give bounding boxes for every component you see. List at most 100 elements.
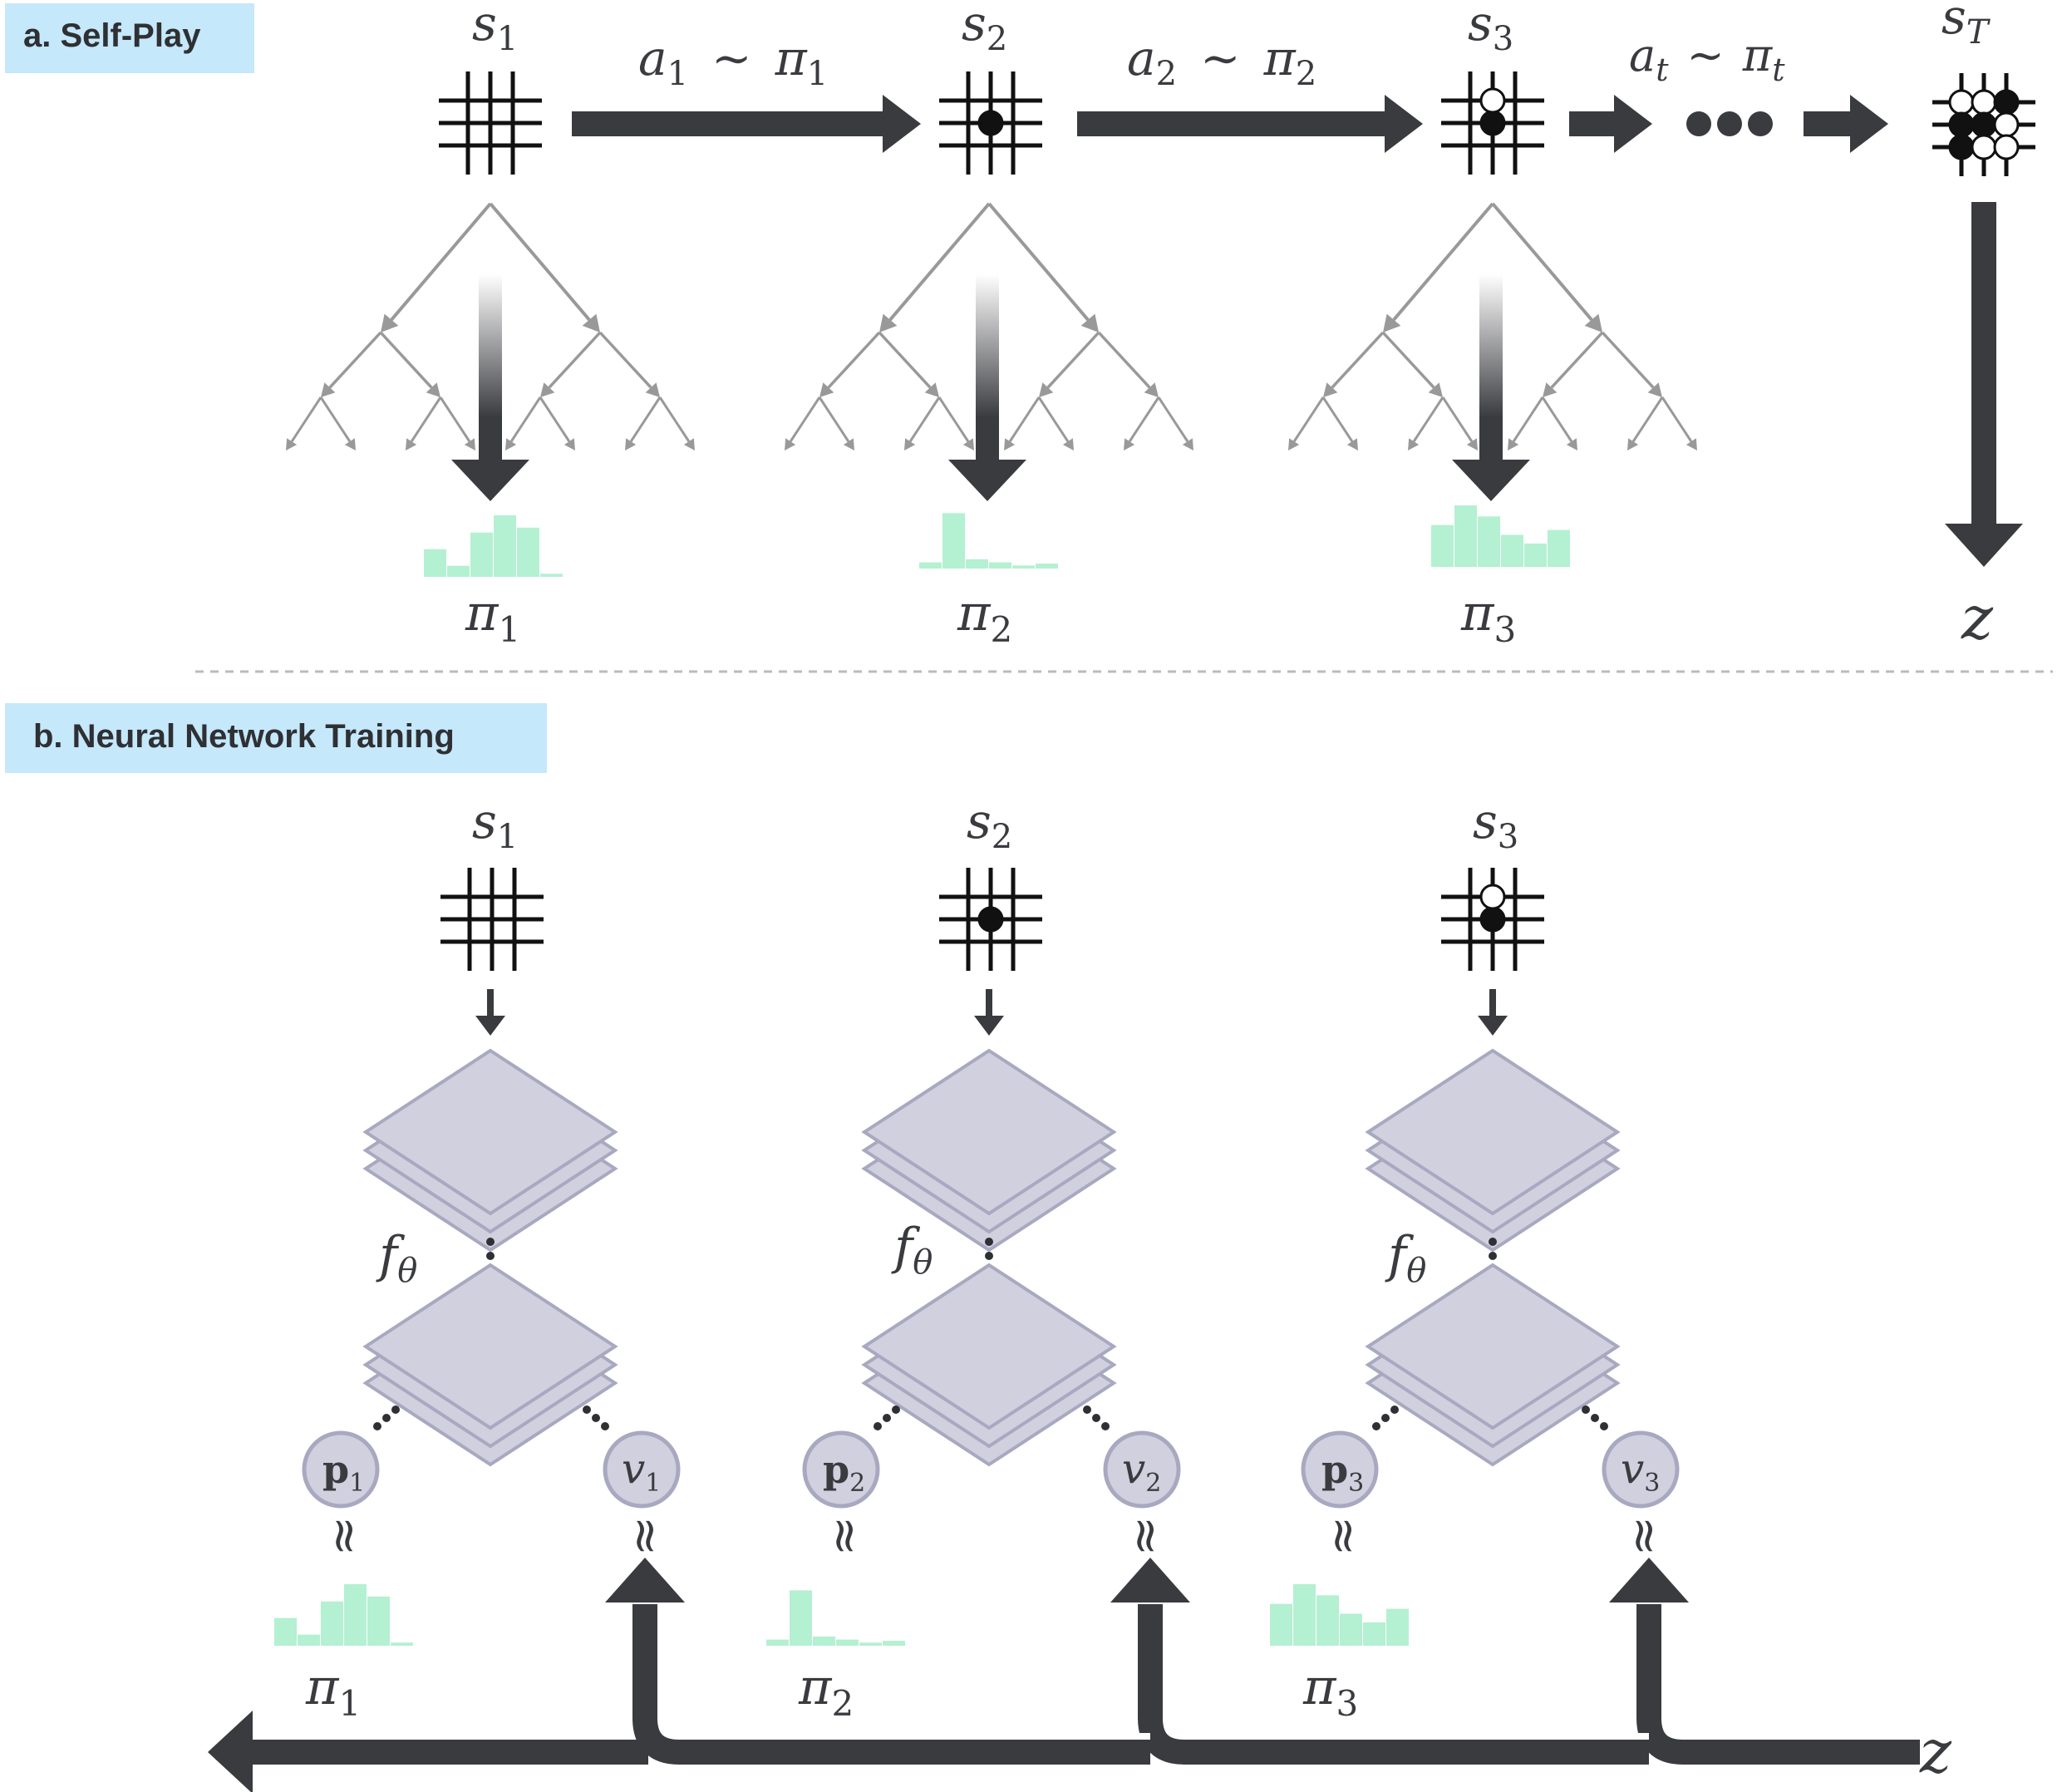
policy-label-b-3: π3 — [1302, 1658, 1358, 1724]
go-board-s3 — [1441, 71, 1544, 175]
svg-text:π2: π2 — [798, 1658, 854, 1724]
policy-bar — [494, 515, 516, 577]
policy-bar — [447, 565, 470, 577]
value-target-flow — [208, 1558, 1920, 1792]
policy-histogram-b-3 — [1270, 1584, 1409, 1646]
mcts-arrow-2 — [948, 274, 1026, 501]
policy-bar — [517, 527, 539, 577]
policy-bar — [1501, 534, 1523, 567]
policy-bar — [966, 559, 988, 569]
network-stack-2 — [861, 989, 1117, 1467]
svg-text:π2: π2 — [957, 584, 1012, 650]
svg-text:s1: s1 — [472, 0, 518, 58]
approx-symbol: ≈ — [618, 1516, 675, 1557]
policy-head — [1301, 1430, 1379, 1509]
policy-bar — [367, 1596, 390, 1646]
search-trees — [286, 202, 1697, 450]
state-label-b-s1: s1 — [472, 793, 518, 856]
policy-bar — [989, 562, 1011, 569]
search-tree-1 — [286, 202, 695, 450]
policy-label-b-1: π1 — [305, 1658, 361, 1724]
policy-histograms-training — [274, 1584, 1409, 1646]
approx-symbol: ≈ — [1316, 1516, 1373, 1557]
network-stack-1 — [362, 989, 618, 1467]
policy-head-label: p2 — [823, 1447, 865, 1498]
boards-self-play — [439, 71, 2035, 176]
outcome-label-a: z — [1961, 583, 1994, 652]
state-name: s — [1941, 0, 1966, 45]
white-stone — [1971, 134, 1997, 160]
policy-bar — [766, 1639, 789, 1646]
network-label-3: fθ — [1385, 1226, 1426, 1290]
policy-bar — [859, 1642, 882, 1646]
go-board-s2 — [939, 71, 1042, 175]
white-stone — [1971, 89, 1997, 116]
policy-bar — [836, 1639, 859, 1646]
mcts-arrow-3 — [1452, 274, 1530, 501]
action-arrow-2 — [1077, 95, 1423, 153]
state-sub: 3 — [1493, 20, 1513, 58]
svg-text:s2: s2 — [962, 0, 1007, 58]
svg-text:fθ: fθ — [891, 1218, 933, 1282]
policy-bar — [321, 1601, 343, 1646]
svg-text:s1: s1 — [472, 793, 518, 856]
policy-bar — [1478, 516, 1500, 567]
policy-head — [802, 1430, 880, 1509]
state-label-b-s2: s2 — [967, 793, 1012, 856]
white-stone — [1993, 111, 2020, 138]
policy-bar — [942, 513, 965, 569]
policy-head-label: p3 — [1321, 1447, 1364, 1498]
policy-bar — [391, 1642, 413, 1646]
white-stone — [1479, 87, 1506, 114]
policy-histogram-a-2 — [919, 513, 1058, 569]
search-tree-2 — [785, 202, 1193, 450]
svg-text:at∼πt: at∼πt — [1629, 29, 1785, 88]
policy-bar — [813, 1636, 835, 1646]
policy-label-b-2: π2 — [798, 1658, 854, 1724]
approx-symbol: ≈ — [1119, 1516, 1175, 1557]
policy-bar — [1316, 1595, 1339, 1646]
svg-text:s3: s3 — [1468, 0, 1513, 58]
policy-bar — [1548, 529, 1570, 567]
svg-text:π1: π1 — [305, 1658, 361, 1724]
action-arrow-3 — [1569, 95, 1652, 153]
black-stone — [977, 110, 1004, 136]
network-layer — [1365, 1263, 1621, 1430]
svg-text:s3: s3 — [1473, 793, 1518, 856]
policy-label-a-1: π1 — [465, 584, 520, 650]
policy-bar — [470, 532, 493, 577]
state-sub: 1 — [497, 20, 518, 58]
policy-bar — [1036, 564, 1058, 569]
black-stone — [1971, 111, 1997, 138]
network-layer — [861, 1048, 1117, 1216]
black-stone — [1479, 110, 1506, 136]
policy-label-a-2: π2 — [957, 584, 1012, 650]
state-sub: T — [1966, 13, 1991, 52]
policy-bar — [424, 549, 446, 577]
svg-text:sT: sT — [1941, 0, 1991, 52]
action-arrow-4 — [1804, 95, 1888, 153]
svg-text:a2∼π2: a2∼π2 — [1127, 30, 1316, 93]
svg-text:fθ: fθ — [1385, 1226, 1426, 1290]
action-label-2: a2∼π2 — [1127, 30, 1316, 93]
policy-bar — [1524, 543, 1547, 567]
policy-bar — [919, 562, 942, 569]
black-stone — [1993, 89, 2020, 116]
approx-symbol: ≈ — [317, 1516, 374, 1557]
policy-bar — [883, 1641, 905, 1646]
section-b-label-bg — [5, 703, 547, 773]
white-stone — [1993, 134, 2020, 160]
section-b-header: b. Neural Network Training — [5, 703, 547, 773]
mcts-arrow-1 — [451, 274, 529, 501]
network-layer — [1365, 1048, 1621, 1216]
state-label-s3: s3 — [1468, 0, 1513, 58]
policy-bar — [790, 1590, 812, 1646]
black-stone — [1948, 134, 1975, 160]
state-label-b-s3: s3 — [1473, 793, 1518, 856]
policy-head-label: p1 — [322, 1447, 365, 1498]
policy-histogram-a-3 — [1431, 505, 1570, 567]
